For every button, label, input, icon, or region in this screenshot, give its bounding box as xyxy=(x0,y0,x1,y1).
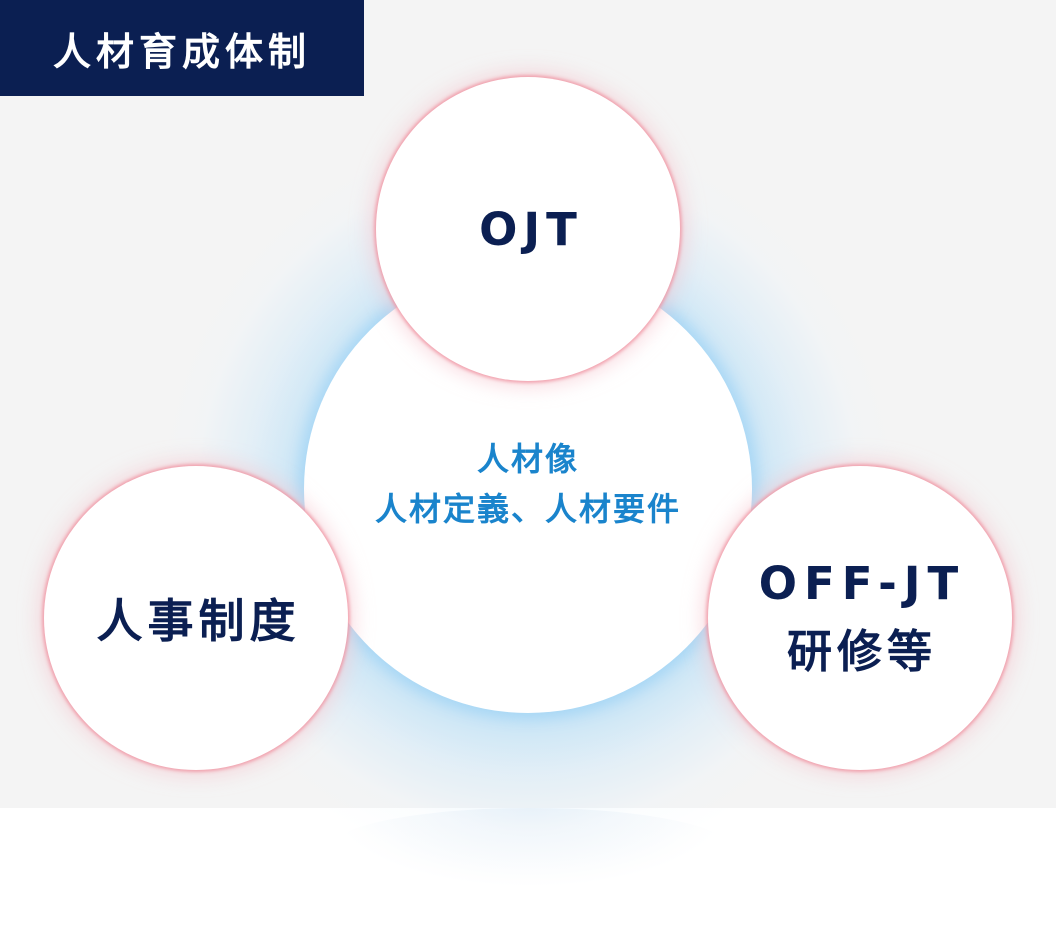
title-banner: 人材育成体制 xyxy=(0,0,364,96)
personnel-system-circle: 人事制度 xyxy=(44,466,348,770)
center-line-1: 人材像 xyxy=(476,440,579,478)
center-line-2: 人材定義、人材要件 xyxy=(374,490,681,528)
center-circle-text: 人材像 人材定義、人材要件 xyxy=(304,434,752,534)
off-jt-text: OFF-JT 研修等 xyxy=(755,550,965,686)
bottom-glow-fade xyxy=(330,808,730,888)
ojt-circle: OJT xyxy=(376,77,680,381)
off-jt-label: OFF-JT xyxy=(758,557,966,610)
page-title: 人材育成体制 xyxy=(53,29,312,74)
training-label: 研修等 xyxy=(786,625,937,678)
ojt-label: OJT xyxy=(479,202,583,256)
off-jt-circle: OFF-JT 研修等 xyxy=(708,466,1012,770)
personnel-system-label: 人事制度 xyxy=(96,594,301,648)
